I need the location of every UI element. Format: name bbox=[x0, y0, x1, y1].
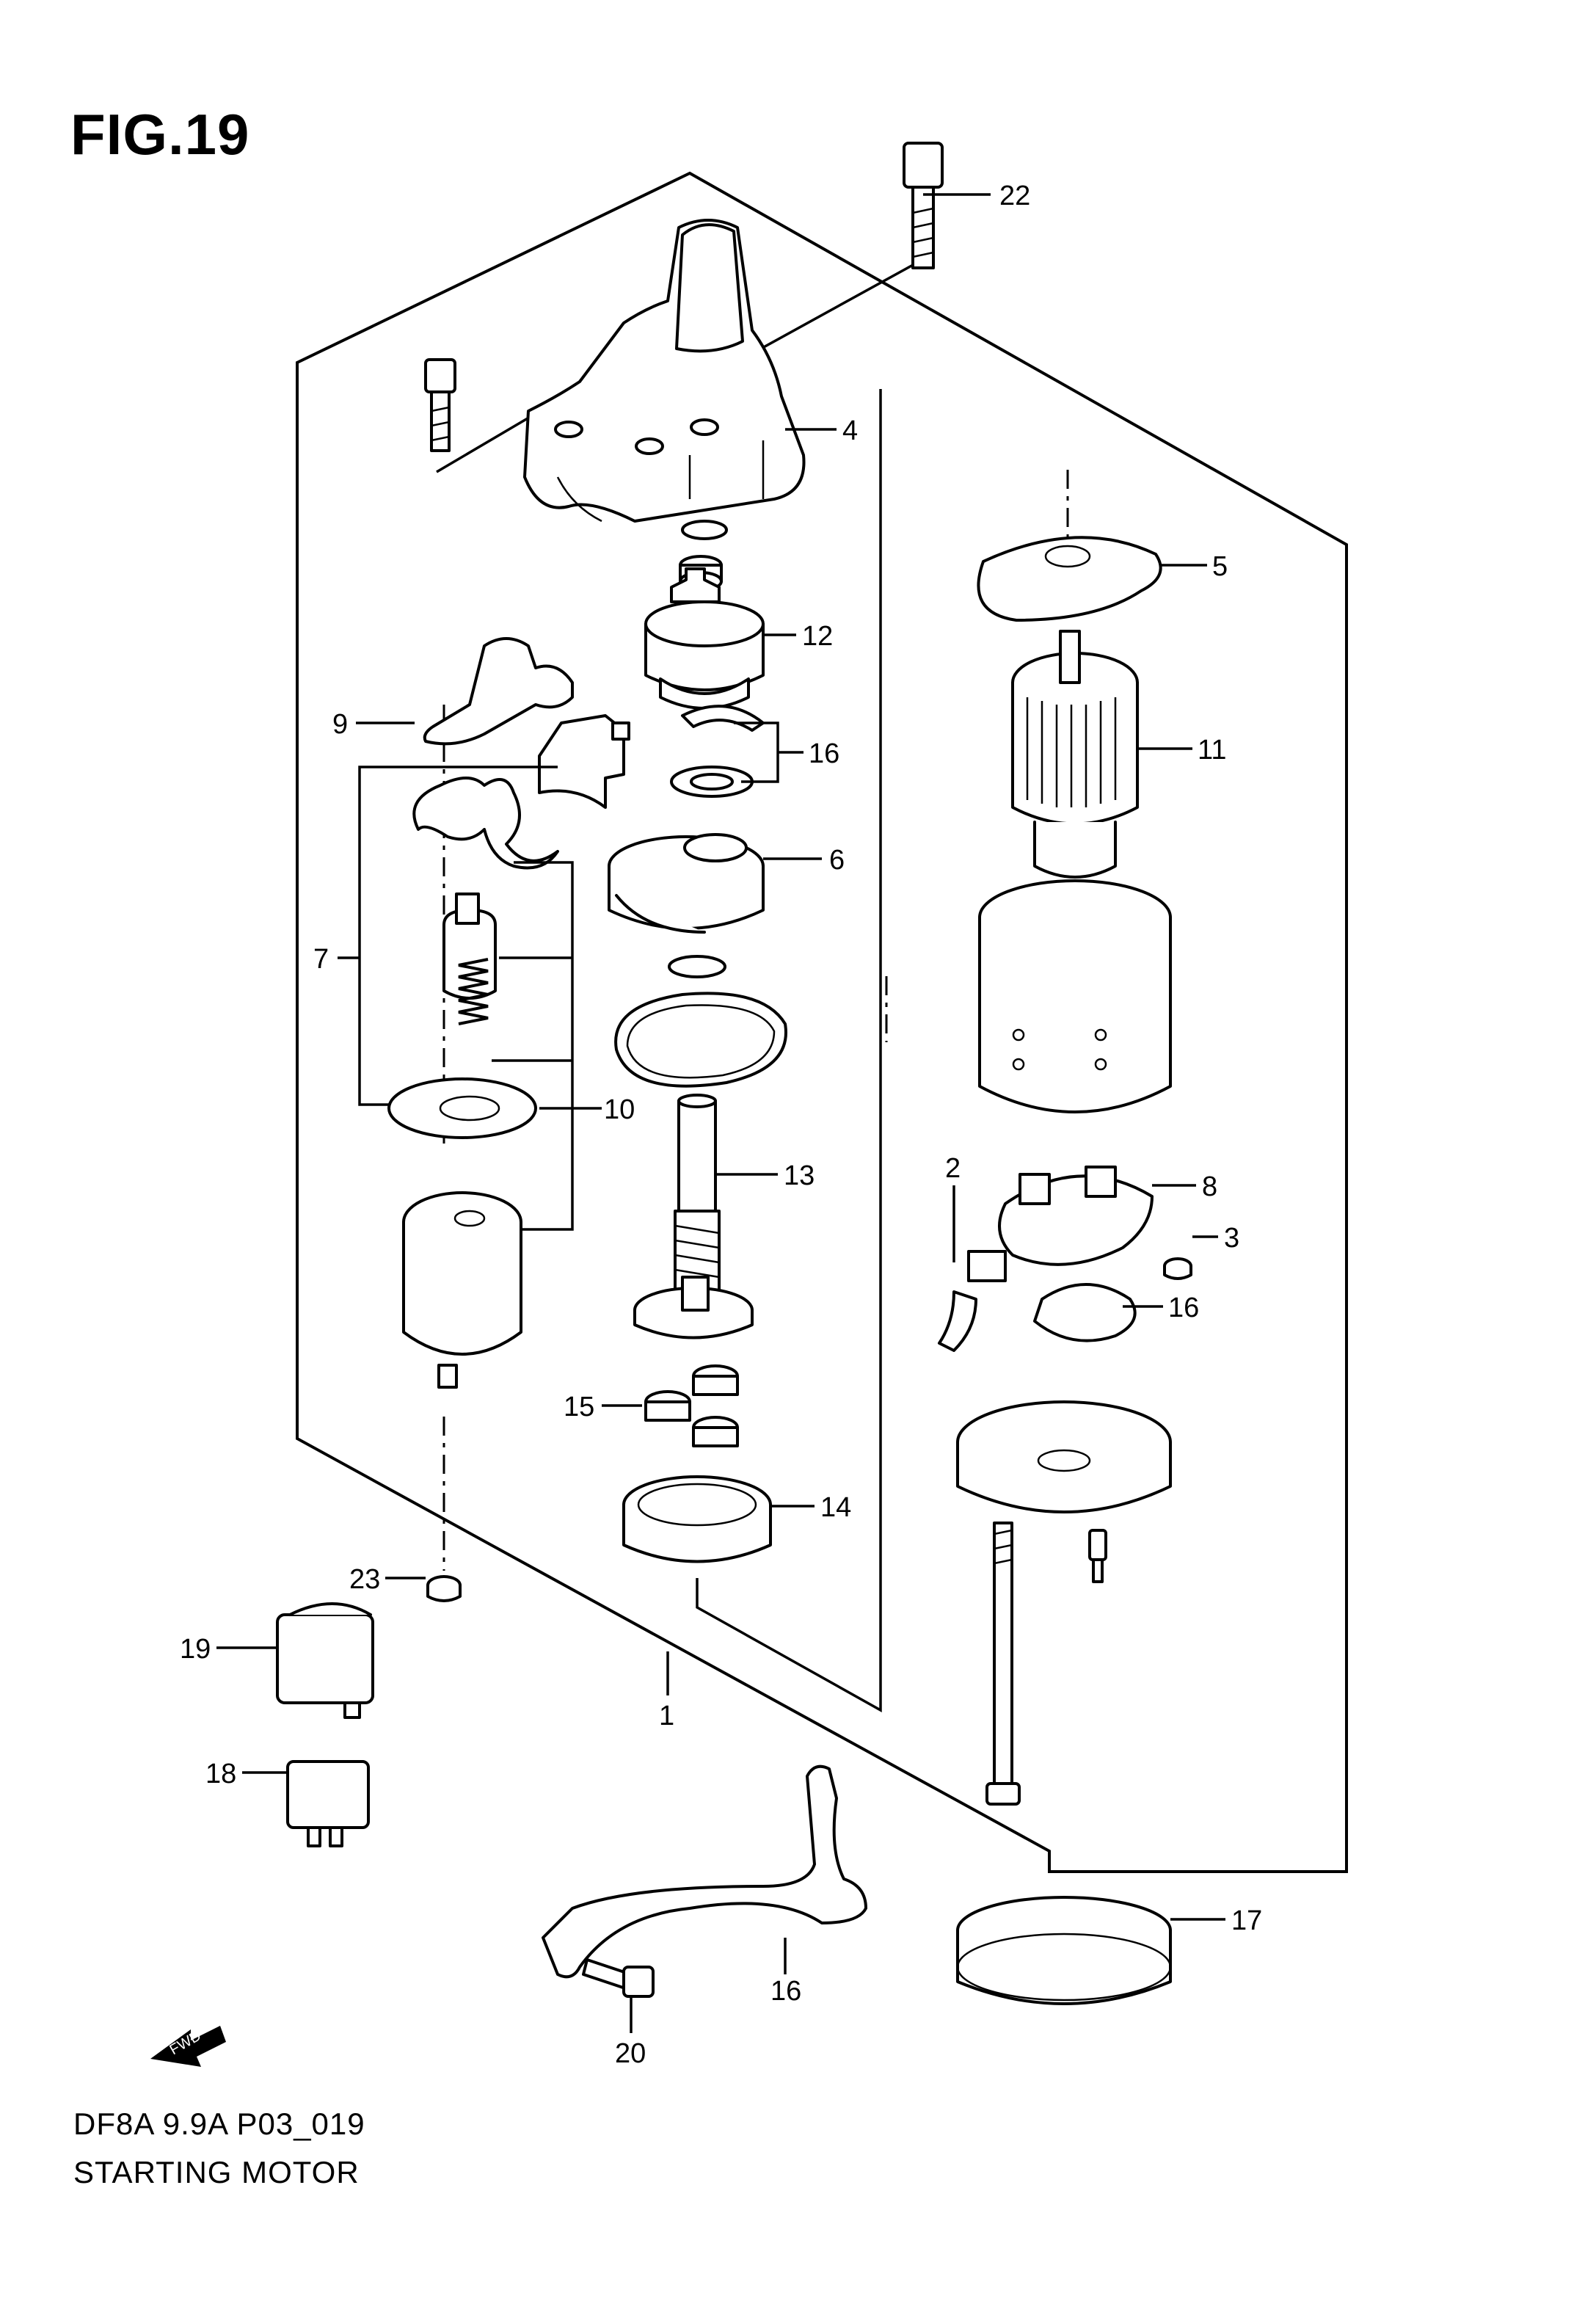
end-cap bbox=[956, 1400, 1172, 1513]
bracket-17 bbox=[542, 1764, 867, 1979]
callout-22: 22 bbox=[999, 181, 1030, 211]
plunger bbox=[442, 893, 497, 1000]
inner-bracket bbox=[696, 389, 882, 1712]
leader-lines bbox=[216, 193, 1225, 2033]
bolt-left-top bbox=[424, 358, 456, 452]
e-clip-16 bbox=[681, 705, 765, 732]
seal-holder-7 bbox=[538, 714, 630, 809]
callout-17: 16 bbox=[770, 1976, 801, 2007]
ring-small bbox=[681, 520, 728, 540]
plate-5 bbox=[977, 536, 1162, 622]
washer-small bbox=[668, 955, 726, 978]
nut-23 bbox=[426, 1575, 462, 1602]
callout-12: 12 bbox=[802, 621, 833, 652]
bolt-21 bbox=[582, 1958, 655, 1998]
callout-11: 11 bbox=[1198, 735, 1226, 766]
bolt-22 bbox=[903, 142, 944, 269]
gasket-ring bbox=[614, 992, 787, 1088]
callout-7: 7 bbox=[313, 944, 329, 975]
plate-16-lower bbox=[1033, 1283, 1137, 1342]
through-bolt bbox=[985, 1522, 1021, 1806]
figure-title: FIG.19 bbox=[70, 102, 250, 167]
shift-lever-9 bbox=[423, 637, 574, 746]
armature-11 bbox=[1011, 630, 1139, 879]
callout-14: 14 bbox=[820, 1492, 851, 1523]
callout-5: 5 bbox=[1212, 551, 1228, 582]
relay-19 bbox=[286, 1760, 370, 1847]
brush-holder-8 bbox=[938, 1166, 1154, 1352]
plate-gasket bbox=[387, 1077, 537, 1139]
callout-15: 15 bbox=[564, 1392, 594, 1422]
callout-16-lower: 16 bbox=[1168, 1293, 1199, 1323]
callout-2: 2 bbox=[945, 1153, 961, 1184]
drive-housing-4 bbox=[523, 219, 806, 523]
callout-20: 19 bbox=[180, 1634, 211, 1665]
shaft-13 bbox=[633, 1094, 754, 1339]
callout-19: 18 bbox=[205, 1759, 236, 1789]
footer-code: DF8A 9.9A P03_019 bbox=[73, 2106, 365, 2141]
spring-wire bbox=[412, 777, 559, 870]
callout-16-upper: 16 bbox=[809, 738, 839, 769]
small-screw bbox=[1088, 1529, 1107, 1583]
solenoid-body-10 bbox=[402, 1191, 522, 1389]
ring-gear-14 bbox=[622, 1475, 772, 1563]
coil-spring bbox=[458, 958, 489, 1025]
callout-3: 3 bbox=[1224, 1223, 1239, 1254]
callout-10: 10 bbox=[604, 1094, 635, 1125]
assembly-outline bbox=[296, 171, 1348, 1873]
callout-21: 20 bbox=[615, 2038, 646, 2069]
callout-6: 6 bbox=[829, 845, 845, 876]
nut-3 bbox=[1163, 1257, 1192, 1280]
band-18 bbox=[956, 1896, 1172, 2005]
fwd-arrow-icon: FWD bbox=[150, 2026, 226, 2067]
cover-6 bbox=[608, 833, 765, 934]
callout-13: 13 bbox=[784, 1160, 815, 1191]
callout-23: 23 bbox=[349, 1564, 380, 1595]
gears-15 bbox=[644, 1364, 739, 1447]
callout-18: 17 bbox=[1231, 1905, 1262, 1936]
relay-20 bbox=[276, 1602, 374, 1719]
callout-9: 9 bbox=[332, 709, 348, 740]
callout-1: 1 bbox=[659, 1701, 674, 1731]
callout-4: 4 bbox=[842, 415, 858, 446]
pinion-12 bbox=[644, 567, 765, 710]
yoke bbox=[978, 879, 1172, 1113]
callout-8: 8 bbox=[1202, 1171, 1217, 1202]
footer-name: STARTING MOTOR bbox=[73, 2155, 360, 2189]
